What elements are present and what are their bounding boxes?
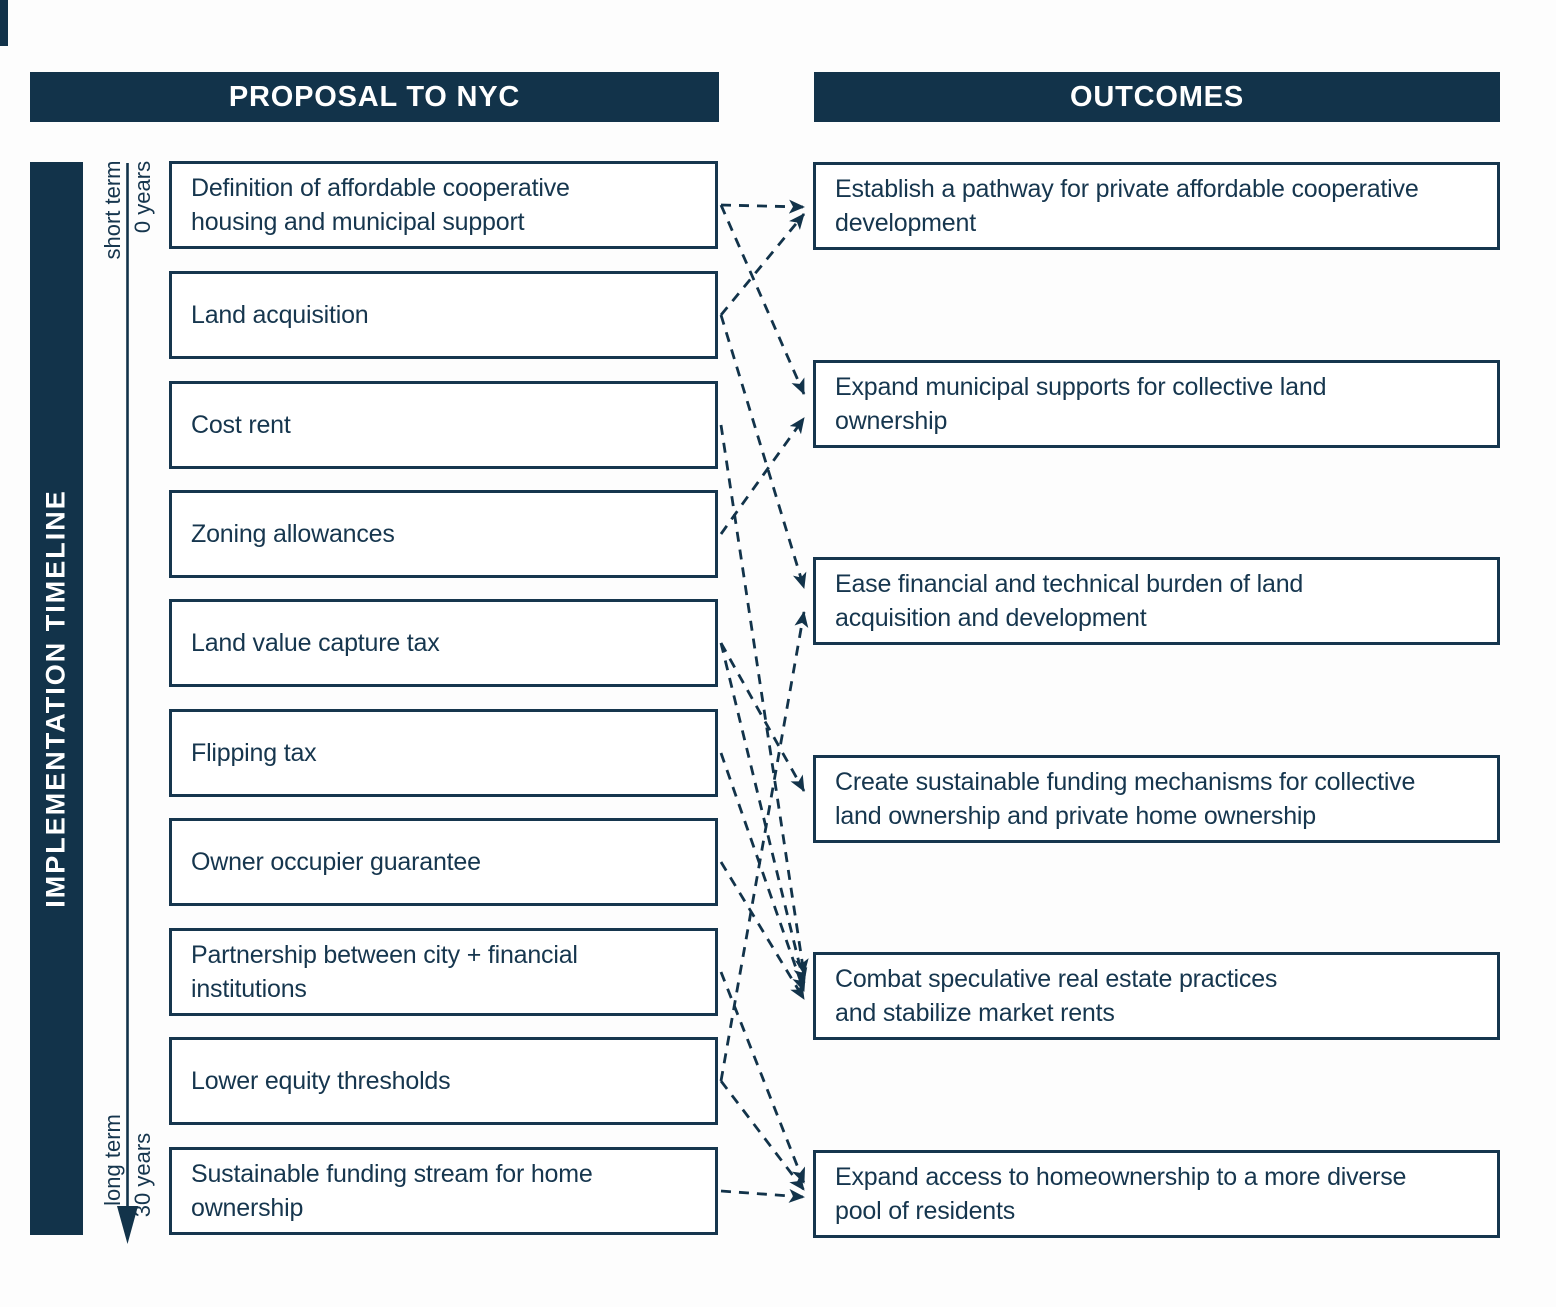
connection-arrow: [719, 611, 809, 1082]
outcome-box-label: Expand access to homeownership to a more…: [835, 1163, 1407, 1225]
zero-years-label: 0 years: [130, 160, 155, 234]
connection-arrow: [719, 204, 806, 395]
outcome-box: Establish a pathway for private affordab…: [813, 162, 1500, 250]
outcome-box: Combat speculative real estate practices…: [813, 952, 1500, 1040]
connection-arrow: [719, 642, 808, 984]
proposals-header: PROPOSAL TO NYC: [30, 72, 719, 122]
implementation-timeline-bar: IMPLEMENTATION TIMELINE: [30, 162, 83, 1235]
connection-arrow: [719, 314, 807, 589]
implementation-timeline-label: IMPLEMENTATION TIMELINE: [41, 489, 72, 908]
connection-arrow: [719, 971, 806, 1184]
short-term-label: short term: [100, 160, 125, 260]
proposal-box: Partnership between city + financial ins…: [169, 928, 718, 1016]
connection-arrow: [719, 642, 806, 792]
connection-arrow: [719, 417, 806, 535]
outcome-box-label: Create sustainable funding mechanisms fo…: [835, 768, 1416, 830]
proposal-box: Lower equity thresholds: [169, 1037, 718, 1125]
outcome-box-label: Ease financial and technical burden of l…: [835, 570, 1304, 632]
outcome-box: Expand access to homeownership to a more…: [813, 1150, 1500, 1238]
outcome-box: Expand municipal supports for collective…: [813, 360, 1500, 448]
proposal-box-label: Sustainable funding stream for home owne…: [191, 1160, 593, 1222]
connection-arrow: [720, 1188, 805, 1203]
proposal-box-label: Cost rent: [191, 411, 291, 439]
corner-mark: [0, 0, 8, 46]
proposal-box-label: Land value capture tax: [191, 629, 440, 657]
proposal-box: Zoning allowances: [169, 490, 718, 578]
proposal-box: Sustainable funding stream for home owne…: [169, 1147, 718, 1235]
proposal-box: Land value capture tax: [169, 599, 718, 687]
proposal-box: Owner occupier guarantee: [169, 818, 718, 906]
connection-arrow: [720, 199, 805, 214]
outcome-box-label: Establish a pathway for private affordab…: [835, 175, 1419, 237]
proposal-box-label: Partnership between city + financial ins…: [191, 941, 578, 1003]
connection-arrow: [719, 861, 806, 1000]
outcome-box-label: Combat speculative real estate practices…: [835, 965, 1278, 1027]
proposal-box-label: Land acquisition: [191, 301, 369, 329]
thirty-years-label: 30 years: [130, 1132, 155, 1218]
proposal-box: Cost rent: [169, 381, 718, 469]
proposal-box-label: Definition of affordable cooperative hou…: [191, 174, 570, 236]
timeline-axis: [117, 163, 138, 1244]
proposal-box: Definition of affordable cooperative hou…: [169, 161, 718, 249]
connection-arrow: [719, 213, 806, 316]
outcome-box-label: Expand municipal supports for collective…: [835, 373, 1327, 435]
connection-arrow: [719, 752, 806, 992]
proposal-box: Land acquisition: [169, 271, 718, 359]
connection-arrow: [719, 424, 809, 975]
proposal-box-label: Flipping tax: [191, 739, 317, 767]
proposal-box-label: Lower equity thresholds: [191, 1067, 451, 1095]
proposal-box-label: Owner occupier guarantee: [191, 848, 481, 876]
outcome-box: Ease financial and technical burden of l…: [813, 557, 1500, 645]
proposal-box: Flipping tax: [169, 709, 718, 797]
connection-arrow: [719, 1080, 806, 1191]
long-term-label: long term: [100, 1114, 125, 1206]
proposal-box-label: Zoning allowances: [191, 520, 395, 548]
outcomes-header: OUTCOMES: [814, 72, 1500, 122]
outcome-box: Create sustainable funding mechanisms fo…: [813, 755, 1500, 843]
